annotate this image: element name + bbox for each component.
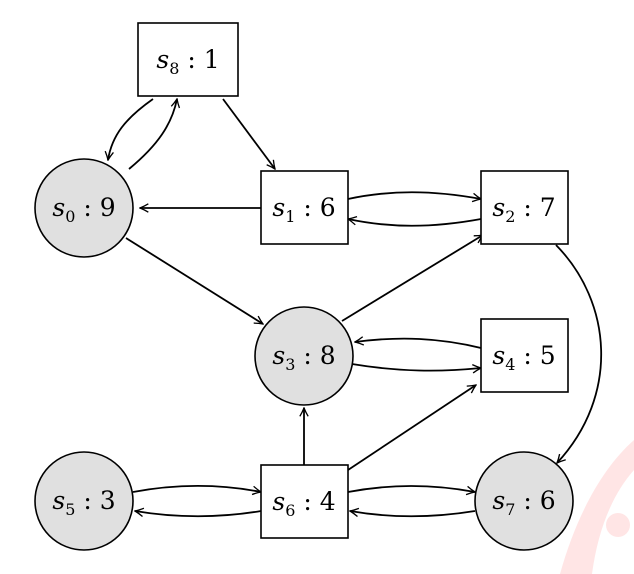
edge-s2-to-s7 xyxy=(555,244,603,463)
state-label-s3: s3 : 8 xyxy=(272,341,335,374)
state-sub-s4: 4 xyxy=(505,355,515,374)
state-sub-s8: 8 xyxy=(169,59,179,78)
edge-s8-to-s1 xyxy=(222,98,275,169)
state-val-s5: 3 xyxy=(100,486,116,515)
edge-s4-to-s3 xyxy=(355,339,482,349)
edges-layer xyxy=(108,98,603,518)
state-val-s0: 9 xyxy=(100,193,116,222)
state-sub-s0: 0 xyxy=(65,207,75,226)
state-sub-s7: 7 xyxy=(505,500,515,519)
watermark-logo xyxy=(560,440,634,574)
state-var-s3: s xyxy=(272,341,285,370)
state-node-s1: s1 : 6 xyxy=(260,170,349,245)
state-sub-s2: 2 xyxy=(505,207,515,226)
state-sub-s6: 6 xyxy=(285,501,295,520)
edge-s2-to-s1 xyxy=(348,219,482,227)
state-label-s5: s5 : 3 xyxy=(52,486,115,519)
edge-s7-to-s6 xyxy=(350,511,476,518)
state-label-s2: s2 : 7 xyxy=(492,193,555,226)
edge-s6-to-s7 xyxy=(347,485,475,492)
nodes-layer: s8 : 1 s0 : 9 s1 : 6 s2 : 7 s3 : 8 s4 : … xyxy=(34,22,574,551)
edge-s3-to-s2 xyxy=(341,235,483,322)
state-val-s1: 6 xyxy=(320,193,336,222)
state-circle-s0 xyxy=(34,158,134,258)
state-node-s6: s6 : 4 xyxy=(260,464,349,539)
edge-s8-to-s0 xyxy=(108,98,154,160)
state-label-s4: s4 : 5 xyxy=(492,341,555,374)
state-box-s2 xyxy=(480,170,569,245)
state-circle-s3 xyxy=(254,306,354,406)
edge-s0-to-s3 xyxy=(125,237,263,324)
edge-s3-to-s4 xyxy=(351,363,481,371)
state-val-s8: 1 xyxy=(204,45,220,74)
state-label-s6: s6 : 4 xyxy=(272,487,335,520)
state-circle-s7 xyxy=(474,451,574,551)
state-val-s6: 4 xyxy=(320,487,336,516)
state-var-s6: s xyxy=(272,487,285,516)
state-sub-s5: 5 xyxy=(65,500,75,519)
state-box-s1 xyxy=(260,170,349,245)
state-box-s8 xyxy=(137,22,239,97)
state-node-s5: s5 : 3 xyxy=(34,451,134,551)
state-sub-s3: 3 xyxy=(285,355,295,374)
state-val-s7: 6 xyxy=(540,486,556,515)
state-var-s5: s xyxy=(52,486,65,515)
state-var-s2: s xyxy=(492,193,505,222)
state-node-s8: s8 : 1 xyxy=(137,22,239,97)
state-label-s1: s1 : 6 xyxy=(272,193,335,226)
state-node-s3: s3 : 8 xyxy=(254,306,354,406)
state-var-s7: s xyxy=(492,486,505,515)
edge-s6-to-s5 xyxy=(135,511,262,518)
state-node-s4: s4 : 5 xyxy=(480,318,569,393)
state-sub-s1: 1 xyxy=(285,207,295,226)
state-label-s8: s8 : 1 xyxy=(156,45,219,78)
state-var-s0: s xyxy=(52,193,65,222)
state-box-s4 xyxy=(480,318,569,393)
state-val-s3: 8 xyxy=(320,341,336,370)
edge-s6-to-s4 xyxy=(347,385,476,471)
state-label-s0: s0 : 9 xyxy=(52,193,115,226)
state-val-s2: 7 xyxy=(540,193,556,222)
state-var-s8: s xyxy=(156,45,169,74)
state-label-s7: s7 : 6 xyxy=(492,486,555,519)
edge-s0-to-s8 xyxy=(128,99,177,170)
state-box-s6 xyxy=(260,464,349,539)
state-circle-s5 xyxy=(34,451,134,551)
state-node-s2: s2 : 7 xyxy=(480,170,569,245)
state-val-s4: 5 xyxy=(540,341,556,370)
state-node-s0: s0 : 9 xyxy=(34,158,134,258)
edge-s1-to-s2 xyxy=(347,191,481,199)
state-node-s7: s7 : 6 xyxy=(474,451,574,551)
edge-s5-to-s6 xyxy=(132,485,261,492)
state-var-s1: s xyxy=(272,193,285,222)
state-var-s4: s xyxy=(492,341,505,370)
